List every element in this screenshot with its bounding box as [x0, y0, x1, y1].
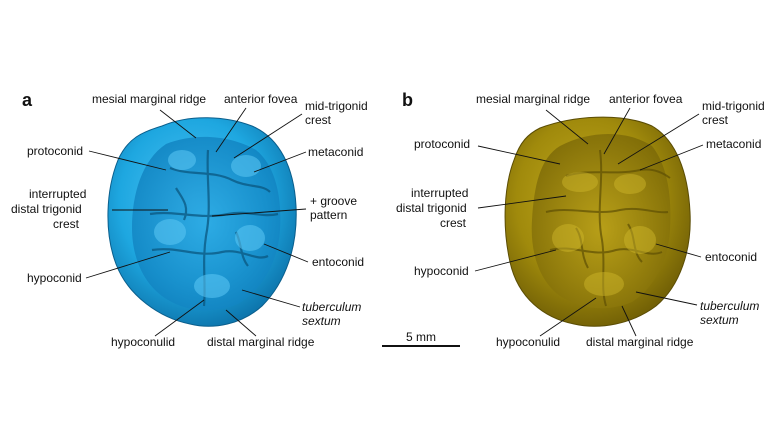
leader-b-hypoconid: [474, 249, 557, 272]
label-a-hypoconid: hypoconid: [27, 271, 82, 285]
label-b-anterior-fovea: anterior fovea: [609, 92, 683, 106]
scale-bar-label: 5 mm: [406, 330, 436, 344]
leader-b-mid-trigonid-crest: [617, 113, 700, 165]
label-a-protoconid: protoconid: [27, 144, 83, 158]
leader-b-hypoconulid: [539, 297, 597, 337]
leader-a-metaconid: [253, 151, 307, 173]
leader-b-tuberculum-sextum: [635, 291, 698, 306]
leader-b-entoconid: [655, 243, 702, 258]
leader-b-metaconid: [639, 144, 704, 171]
tooth-a-occlusal-basin: [132, 136, 281, 311]
tooth-b-fissures: [545, 149, 671, 307]
leader-a-hypoconulid: [154, 299, 205, 337]
tooth-b: [504, 116, 691, 327]
leader-b-interrupted-distal-trigonid-crest: [477, 195, 567, 209]
leader-b-protoconid: [477, 145, 561, 165]
tooth-a-cusps: [154, 150, 265, 298]
tooth-b-occlusal-basin: [531, 134, 671, 309]
tooth-a: [107, 117, 297, 327]
panel-b: b mesial marginal ridge: [396, 90, 765, 349]
label-a-distal-marginal-ridge: distal marginal ridge: [207, 335, 315, 349]
label-b-mesial-marginal-ridge: mesial marginal ridge: [476, 92, 590, 106]
leader-a-entoconid: [263, 243, 309, 263]
labels-a: mesial marginal ridge anterior fovea mid…: [11, 92, 368, 349]
label-a-hypoconulid: hypoconulid: [111, 335, 175, 349]
leader-a-groove-pattern: [211, 208, 307, 217]
leader-a-anterior-fovea: [215, 107, 247, 153]
label-b-hypoconulid: hypoconulid: [496, 335, 560, 349]
panel-b-letter: b: [402, 90, 413, 110]
leader-a-mid-trigonid-crest: [233, 113, 303, 159]
leader-b-distal-marginal-ridge: [621, 305, 637, 337]
label-a-metaconid: metaconid: [308, 145, 363, 159]
label-b-hypoconid: hypoconid: [414, 264, 469, 278]
panel-a: a mesial marginal ridge: [11, 90, 368, 349]
leader-a-mesial-marginal-ridge: [159, 109, 197, 139]
tooth-b-cusps: [552, 172, 656, 296]
leader-b-anterior-fovea: [603, 107, 631, 155]
label-b-distal-marginal-ridge: distal marginal ridge: [586, 335, 694, 349]
leader-a-tuberculum-sextum: [241, 289, 301, 308]
leader-b-mesial-marginal-ridge: [545, 109, 589, 145]
leader-a-protoconid: [88, 150, 167, 171]
panel-a-letter: a: [22, 90, 33, 110]
label-a-entoconid: entoconid: [312, 255, 364, 269]
labels-b: mesial marginal ridge anterior fovea mid…: [396, 92, 765, 349]
label-b-metaconid: metaconid: [706, 137, 761, 151]
scale-bar: 5 mm: [382, 330, 460, 347]
label-b-protoconid: protoconid: [414, 137, 470, 151]
tooth-a-fissures: [149, 149, 279, 307]
leader-a-hypoconid: [85, 251, 171, 279]
leader-a-distal-marginal-ridge: [225, 309, 257, 337]
label-a-anterior-fovea: anterior fovea: [224, 92, 298, 106]
label-a-mesial-marginal-ridge: mesial marginal ridge: [92, 92, 206, 106]
label-b-entoconid: entoconid: [705, 250, 757, 264]
